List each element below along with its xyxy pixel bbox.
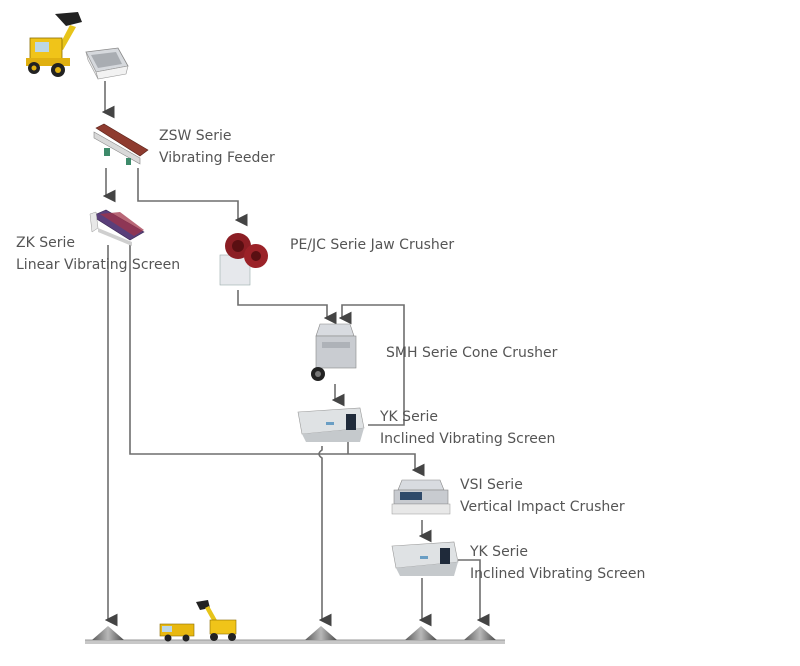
wheel-loader-icon [26, 12, 82, 77]
cone-crusher-label-line1: SMH Serie Cone Crusher [386, 345, 558, 361]
yk-screen-1-label-line1: YK Serie [380, 409, 438, 425]
zk-screen-label-line2: Linear Vibrating Screen [16, 257, 181, 273]
hopper-icon [85, 47, 129, 80]
linear-screen-icon [89, 209, 145, 246]
inclined-screen-icon [297, 407, 365, 442]
yk-screen-1-label: YK Serie Inclined Vibrating Screen [380, 406, 555, 450]
vsi-crusher-label: VSI Serie Vertical Impact Crusher [460, 474, 625, 518]
yk-screen-2-label-line2: Inclined Vibrating Screen [470, 566, 646, 582]
jaw-crusher-label-line1: PE/JC Serie Jaw Crusher [290, 237, 455, 253]
cone-crusher-icon [311, 323, 357, 381]
feeder-label-line2: Vibrating Feeder [159, 150, 275, 166]
yk-screen-2-label-line1: YK Serie [470, 544, 528, 560]
stockpile-4 [464, 626, 496, 640]
ground-line [85, 639, 505, 644]
cone-crusher-label: SMH Serie Cone Crusher [386, 342, 557, 364]
vsi-crusher-label-line1: VSI Serie [460, 477, 523, 493]
vibrating-feeder-icon [93, 123, 149, 165]
vsi-crusher-label-line2: Vertical Impact Crusher [460, 499, 625, 515]
vsi-crusher-icon [391, 479, 451, 515]
yk-screen-1-label-line2: Inclined Vibrating Screen [380, 431, 556, 447]
feeder-label: ZSW Serie Vibrating Feeder [159, 125, 275, 169]
truck-and-loader-icon [159, 600, 237, 642]
inclined-screen-icon [391, 541, 459, 576]
feeder-label-line1: ZSW Serie [159, 128, 232, 144]
jaw-crusher-icon [219, 233, 268, 286]
jaw-crusher-label: PE/JC Serie Jaw Crusher [290, 234, 454, 256]
stockpile-3 [405, 626, 437, 640]
stockpile-2 [305, 626, 337, 640]
zk-screen-label: ZK Serie Linear Vibrating Screen [16, 232, 180, 276]
stockpile-1 [92, 626, 124, 640]
yk-screen-2-label: YK Serie Inclined Vibrating Screen [470, 541, 645, 585]
zk-screen-label-line1: ZK Serie [16, 235, 75, 251]
